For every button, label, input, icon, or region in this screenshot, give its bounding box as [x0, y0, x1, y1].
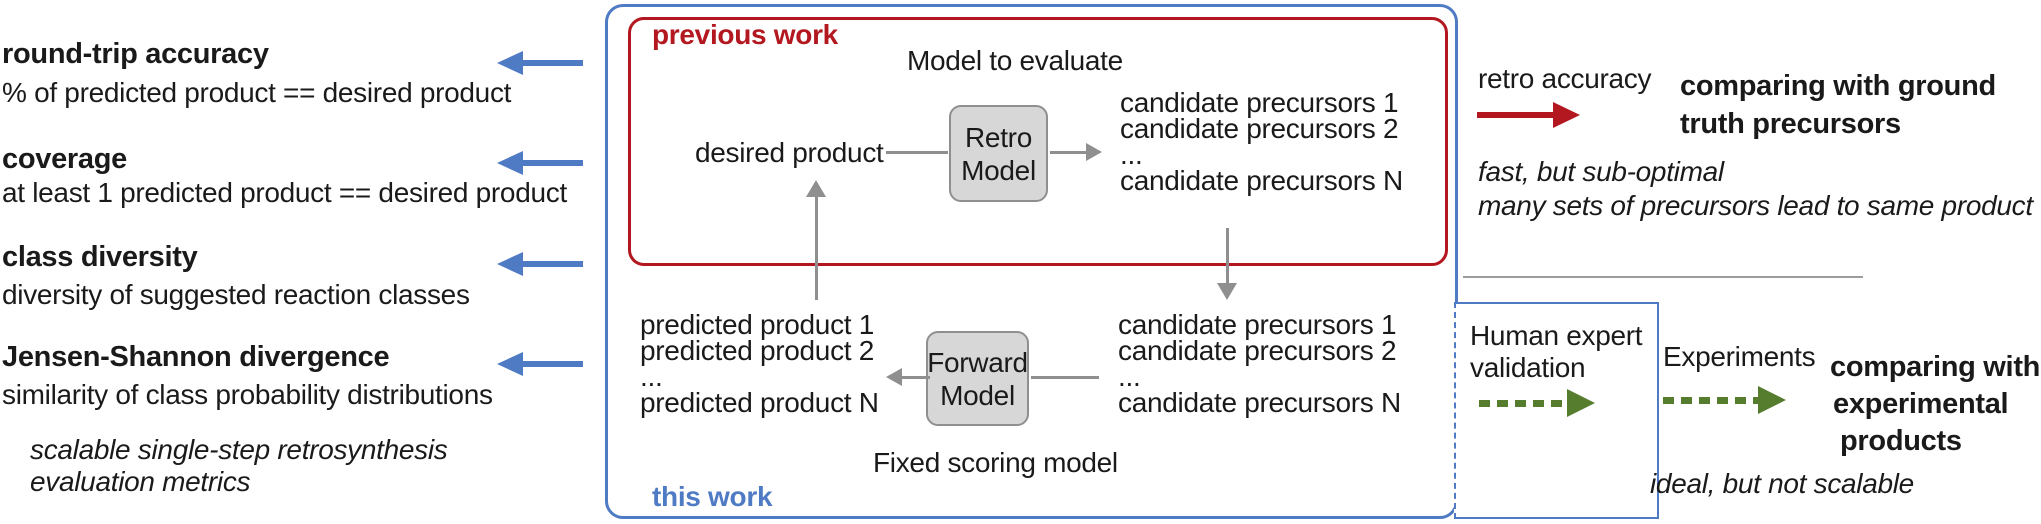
- dashed-arrow-icon: [1663, 386, 1788, 414]
- candidate-precursors-bottom-list: candidate precursors 1 candidate precurs…: [1118, 309, 1401, 418]
- metrics-note-line2: evaluation metrics: [30, 466, 251, 497]
- metric-desc-coverage: at least 1 predicted product == desired …: [2, 177, 567, 208]
- left-arrow-icon: [497, 252, 583, 276]
- forward-model-box: Forward Model: [926, 331, 1029, 426]
- previous-work-label: previous work: [652, 19, 838, 50]
- this-work-label: this work: [652, 481, 773, 512]
- metrics-note-line1: scalable single-step retrosynthesis: [30, 434, 448, 465]
- candidate-precursors-top-list: candidate precursors 1 candidate precurs…: [1120, 87, 1403, 196]
- retro-model-label-line2: Model: [961, 154, 1036, 186]
- metric-title-coverage: coverage: [2, 143, 127, 175]
- metric-desc-class-diversity: diversity of suggested reaction classes: [2, 279, 470, 310]
- connector-line: [886, 151, 948, 154]
- left-arrow-icon: [497, 352, 583, 376]
- list-item: ...: [640, 361, 663, 392]
- list-item: candidate precursors 1: [1118, 309, 1397, 340]
- down-arrow-icon: [1217, 228, 1237, 300]
- section-divider: [1463, 276, 1863, 278]
- metric-desc-jsd: similarity of class probability distribu…: [2, 379, 493, 410]
- list-item: candidate precursors N: [1120, 165, 1403, 196]
- list-item: ...: [1118, 361, 1141, 392]
- list-item: predicted product N: [640, 387, 879, 418]
- forward-model-label-line1: Forward: [927, 346, 1028, 378]
- this-work-box: [605, 4, 1458, 519]
- retro-accuracy-label: retro accuracy: [1478, 63, 1652, 94]
- list-item: candidate precursors 1: [1120, 87, 1399, 118]
- experimental-note-line2: experimental: [1833, 388, 2009, 420]
- fast-note-line2: many sets of precursors lead to same pro…: [1478, 190, 2033, 221]
- list-item: candidate precursors 2: [1120, 113, 1399, 144]
- list-item: predicted product 1: [640, 309, 875, 340]
- ground-truth-note-line2: truth precursors: [1680, 108, 1901, 140]
- list-item: candidate precursors 2: [1118, 335, 1397, 366]
- dashed-arrow-icon: [1479, 389, 1597, 417]
- human-expert-label-line2: validation: [1470, 352, 1586, 383]
- left-arrow-icon: [497, 151, 583, 175]
- metric-title-jsd: Jensen-Shannon divergence: [2, 341, 390, 373]
- metric-title-class-diversity: class diversity: [2, 241, 198, 273]
- retro-model-label-line1: Retro: [965, 121, 1032, 153]
- right-arrow-icon: [1050, 143, 1102, 161]
- retro-model-box: Retro Model: [949, 105, 1048, 202]
- experimental-note-line1: comparing with: [1830, 351, 2041, 383]
- fixed-scoring-model-label: Fixed scoring model: [873, 447, 1118, 478]
- desired-product-label: desired product: [695, 137, 884, 168]
- left-arrow-icon: [886, 368, 930, 386]
- ideal-note: ideal, but not scalable: [1650, 468, 1914, 499]
- metric-desc-round-trip: % of predicted product == desired produc…: [2, 77, 512, 108]
- previous-work-box: [628, 17, 1448, 266]
- up-arrow-icon: [806, 180, 826, 300]
- connector-line: [1031, 376, 1099, 379]
- metric-title-round-trip: round-trip accuracy: [2, 38, 269, 70]
- list-item: ...: [1120, 139, 1143, 170]
- predicted-products-list: predicted product 1 predicted product 2 …: [640, 309, 879, 418]
- human-expert-label-line1: Human expert: [1470, 320, 1643, 351]
- model-to-evaluate-label: Model to evaluate: [907, 45, 1123, 76]
- left-arrow-icon: [497, 51, 583, 75]
- experiments-label: Experiments: [1663, 341, 1816, 372]
- human-expert-validation-box: [1454, 302, 1659, 519]
- forward-model-label-line2: Model: [940, 379, 1015, 411]
- right-arrow-icon: [1477, 102, 1580, 128]
- fast-note-line1: fast, but sub-optimal: [1478, 156, 1724, 187]
- list-item: predicted product 2: [640, 335, 875, 366]
- ground-truth-note-line1: comparing with ground: [1680, 70, 1996, 102]
- experimental-note-line3: products: [1840, 425, 1962, 457]
- list-item: candidate precursors N: [1118, 387, 1401, 418]
